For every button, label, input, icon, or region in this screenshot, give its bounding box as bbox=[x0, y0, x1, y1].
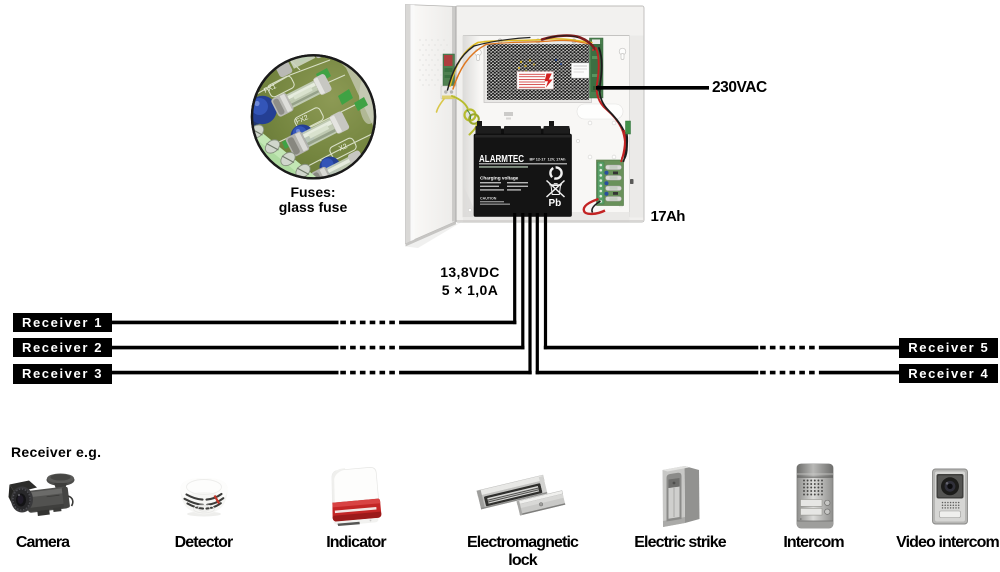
svg-text:CAUTION: CAUTION bbox=[480, 197, 497, 201]
svg-text:Pb: Pb bbox=[549, 198, 562, 209]
svg-text:ALARMTEC: ALARMTEC bbox=[479, 154, 524, 165]
svg-text:Charging voltage: Charging voltage bbox=[480, 176, 519, 181]
svg-text:BP 12-17 12V, 17Ah: BP 12-17 12V, 17Ah bbox=[530, 158, 567, 162]
svg-text:X2: X2 bbox=[338, 143, 349, 153]
svg-text:FX2: FX2 bbox=[295, 114, 310, 126]
svg-text:FX1: FX1 bbox=[263, 83, 278, 95]
